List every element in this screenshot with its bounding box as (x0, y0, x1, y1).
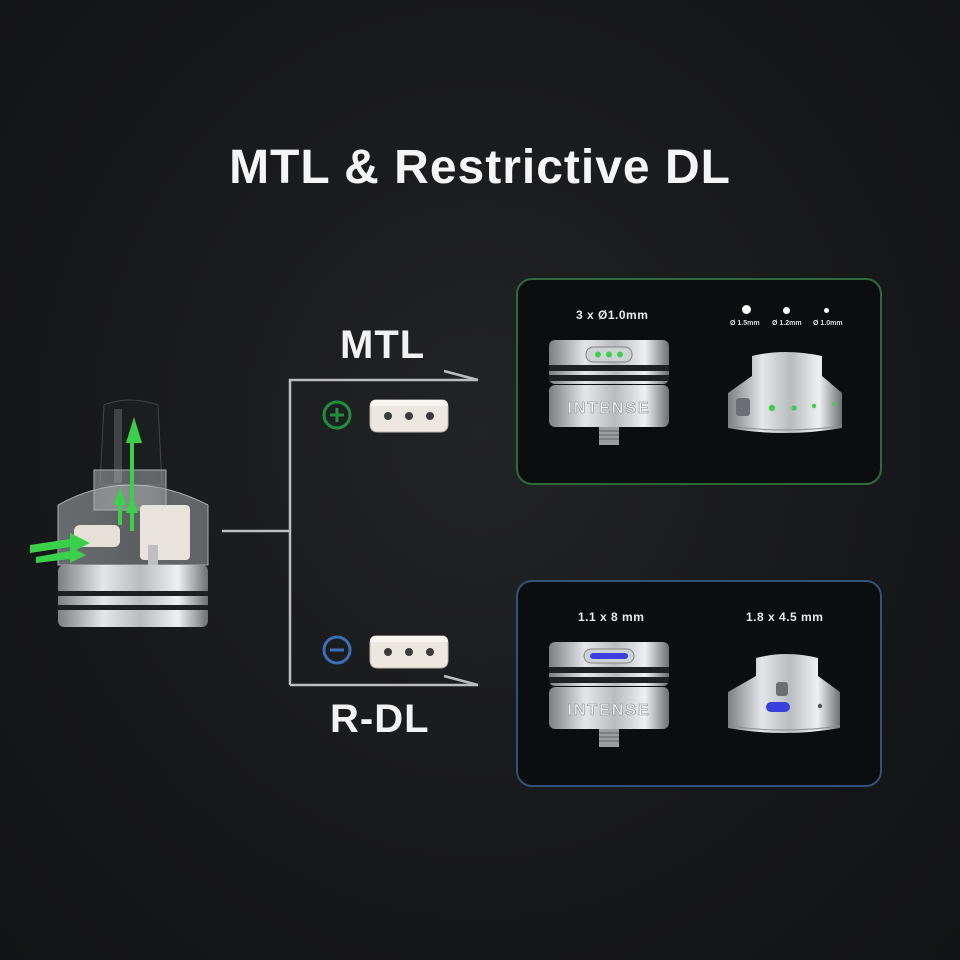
hole-size-3: Ø 1.0mm (813, 320, 843, 327)
atomizer-cutaway-illustration (30, 399, 209, 627)
mtl-cap-product (727, 352, 843, 433)
hole-size-2: Ø 1.2mm (772, 320, 802, 327)
page-title: MTL & Restrictive DL (229, 141, 731, 194)
rdl-left-spec: 1.1 x 8 mm (578, 610, 645, 624)
hole-dot-medium-icon (783, 307, 790, 314)
hole-dot-large-icon (742, 305, 751, 314)
rdl-airflow-insert (369, 635, 449, 669)
mtl-left-spec: 3 x Ø1.0mm (576, 308, 649, 322)
rdl-atomizer-product: INTENSE (549, 642, 669, 747)
rdl-label: R-DL (330, 697, 430, 741)
minus-circle-icon (322, 635, 352, 665)
rdl-brand-text: INTENSE (567, 702, 650, 719)
rdl-cap-product (727, 654, 841, 733)
hole-size-1: Ø 1.5mm (730, 320, 760, 327)
rdl-panel: 1.1 x 8 mm 1.8 x 4.5 mm INTENSE (516, 580, 882, 787)
mtl-panel: 3 x Ø1.0mm Ø 1.5mm Ø 1.2mm Ø 1.0mm INTEN… (516, 278, 882, 485)
mtl-brand-text: INTENSE (567, 400, 650, 417)
mtl-atomizer-product: INTENSE (549, 340, 669, 445)
hole-dot-small-icon (824, 308, 829, 313)
rdl-right-spec: 1.8 x 4.5 mm (746, 610, 824, 624)
plus-circle-icon (322, 400, 352, 430)
mtl-airflow-insert (369, 399, 449, 433)
mtl-label: MTL (340, 323, 426, 367)
